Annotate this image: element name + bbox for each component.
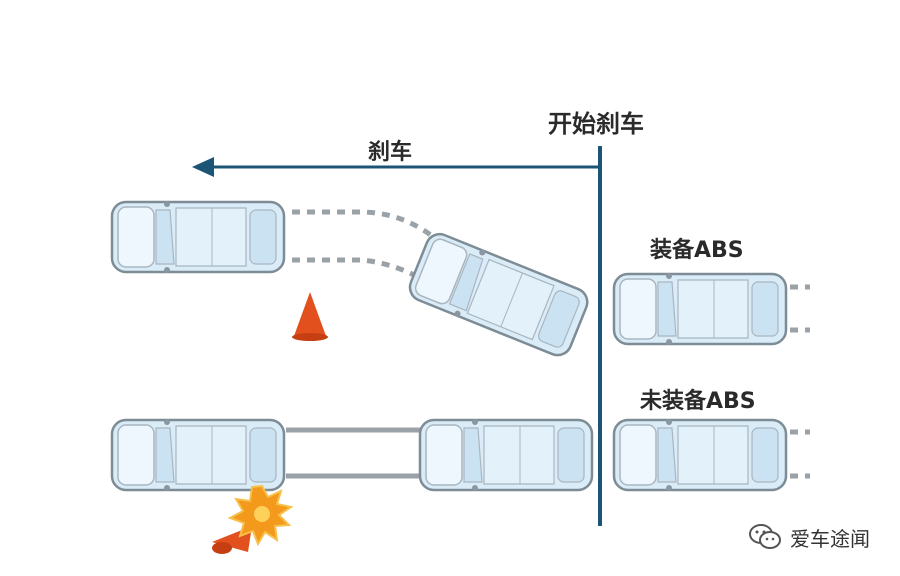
traffic-cone-icon — [292, 292, 328, 341]
no-abs-skid-trail — [286, 427, 420, 479]
car-no-abs-final — [110, 417, 286, 493]
car-abs-final — [110, 199, 286, 275]
watermark: 爱车途闻 — [748, 522, 870, 552]
start-braking-label: 开始刹车 — [548, 110, 644, 138]
car-no-abs-start — [612, 417, 788, 493]
car-abs-steering — [404, 227, 594, 362]
wechat-icon — [749, 524, 781, 549]
without-abs-label: 未装备ABS — [640, 389, 756, 414]
car-no-abs-middle — [418, 417, 594, 493]
watermark-text: 爱车途闻 — [790, 526, 870, 551]
with-abs-label: 装备ABS — [650, 238, 744, 263]
braking-label: 刹车 — [368, 140, 413, 165]
car-abs-start — [612, 271, 788, 347]
braking-arrow-head — [192, 157, 214, 177]
